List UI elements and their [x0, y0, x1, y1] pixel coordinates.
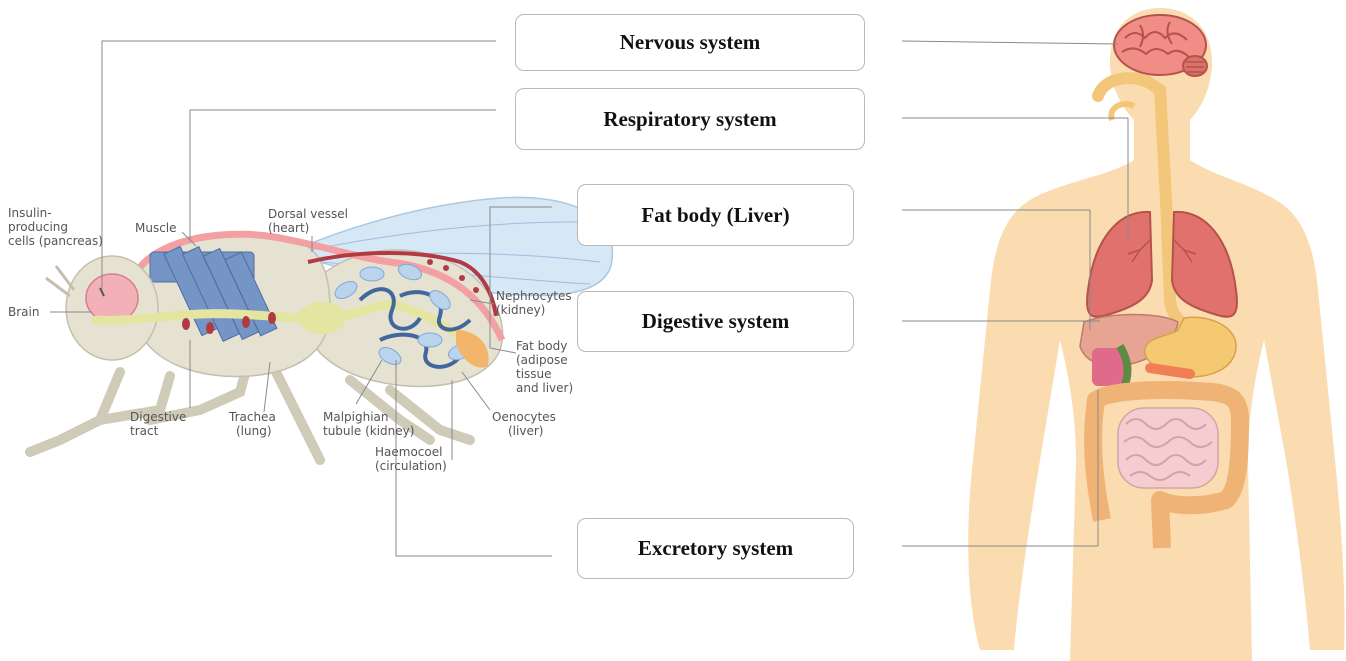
digestive-system-box: Digestive system: [577, 291, 854, 352]
excretory-system-label: Excretory system: [638, 536, 793, 561]
label-fat-body-line3: tissue: [516, 367, 552, 381]
label-fat-body-line4: and liver): [516, 381, 573, 395]
label-nephrocytes-line2: (kidney): [496, 303, 545, 317]
respiratory-system-label: Respiratory system: [603, 107, 776, 132]
label-insulin-line1: Insulin-: [8, 206, 52, 220]
label-haemocoel-line2: (circulation): [375, 459, 447, 473]
fat-body-label: Fat body (Liver): [641, 203, 789, 228]
label-digestive-tract-line1: Digestive: [130, 410, 186, 424]
label-malpighian-line1: Malpighian: [323, 410, 389, 424]
respiratory-system-box: Respiratory system: [515, 88, 865, 150]
label-haemocoel-line1: Haemocoel: [375, 445, 442, 459]
nervous-system-label: Nervous system: [620, 30, 761, 55]
digestive-system-label: Digestive system: [642, 309, 790, 334]
label-digestive-tract-line2: tract: [130, 424, 159, 438]
nervous-system-box: Nervous system: [515, 14, 865, 71]
label-muscle: Muscle: [135, 221, 177, 235]
label-nephrocytes-line1: Nephrocytes: [496, 289, 572, 303]
label-dorsal-vessel-line2: (heart): [268, 221, 309, 235]
label-fat-body-line1: Fat body: [516, 339, 567, 353]
label-malpighian-line2: tubule (kidney): [323, 424, 414, 438]
human-figure: [968, 8, 1344, 661]
label-insulin-line3: cells (pancreas): [8, 234, 103, 248]
excretory-system-box: Excretory system: [577, 518, 854, 579]
human-small-intestine: [1118, 408, 1218, 488]
human-brain: [1114, 15, 1207, 76]
label-oenocytes-line1: Oenocytes: [492, 410, 556, 424]
label-dorsal-vessel-line1: Dorsal vessel: [268, 207, 348, 221]
label-fat-body-line2: (adipose: [516, 353, 568, 367]
label-trachea-line1: Trachea: [228, 410, 276, 424]
label-trachea-line2: (lung): [236, 424, 272, 438]
label-insulin-line2: producing: [8, 220, 68, 234]
label-oenocytes-line2: (liver): [508, 424, 543, 438]
label-brain: Brain: [8, 305, 39, 319]
fat-body-box: Fat body (Liver): [577, 184, 854, 246]
